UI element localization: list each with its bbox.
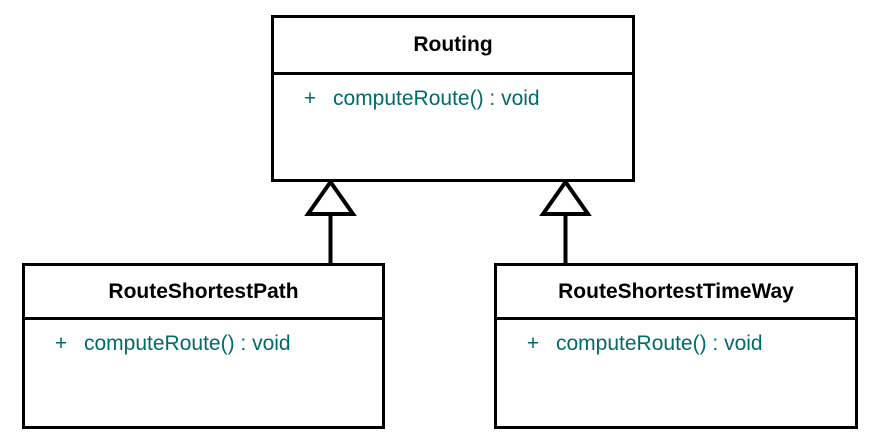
member-signature: computeRoute() : void xyxy=(556,332,763,355)
class-box-routing[interactable]: Routing + computeRoute() : void xyxy=(271,15,635,182)
class-name-routeshortesttimeway: RouteShortestTimeWay xyxy=(558,280,794,303)
class-member-row[interactable]: + computeRoute() : void xyxy=(25,329,382,359)
class-member-row[interactable]: + computeRoute() : void xyxy=(497,329,855,359)
class-members-routeshortestpath: + computeRoute() : void xyxy=(25,317,382,426)
member-signature: computeRoute() : void xyxy=(84,332,291,355)
class-box-routeshortesttimeway[interactable]: RouteShortestTimeWay + computeRoute() : … xyxy=(494,263,858,429)
class-name-routeshortestpath: RouteShortestPath xyxy=(108,280,299,303)
class-members-routing: + computeRoute() : void xyxy=(274,72,632,179)
class-name-routing: Routing xyxy=(413,33,493,56)
member-signature: computeRoute() : void xyxy=(333,87,540,110)
member-visibility: + xyxy=(526,332,540,355)
class-members-routeshortesttimeway: + computeRoute() : void xyxy=(497,317,855,426)
class-member-row[interactable]: + computeRoute() : void xyxy=(274,84,632,114)
hollow-triangle-icon xyxy=(304,178,357,216)
member-visibility: + xyxy=(54,332,68,355)
hollow-triangle-icon xyxy=(539,178,592,216)
member-visibility: + xyxy=(303,87,317,110)
class-box-routeshortestpath[interactable]: RouteShortestPath + computeRoute() : voi… xyxy=(22,263,385,429)
